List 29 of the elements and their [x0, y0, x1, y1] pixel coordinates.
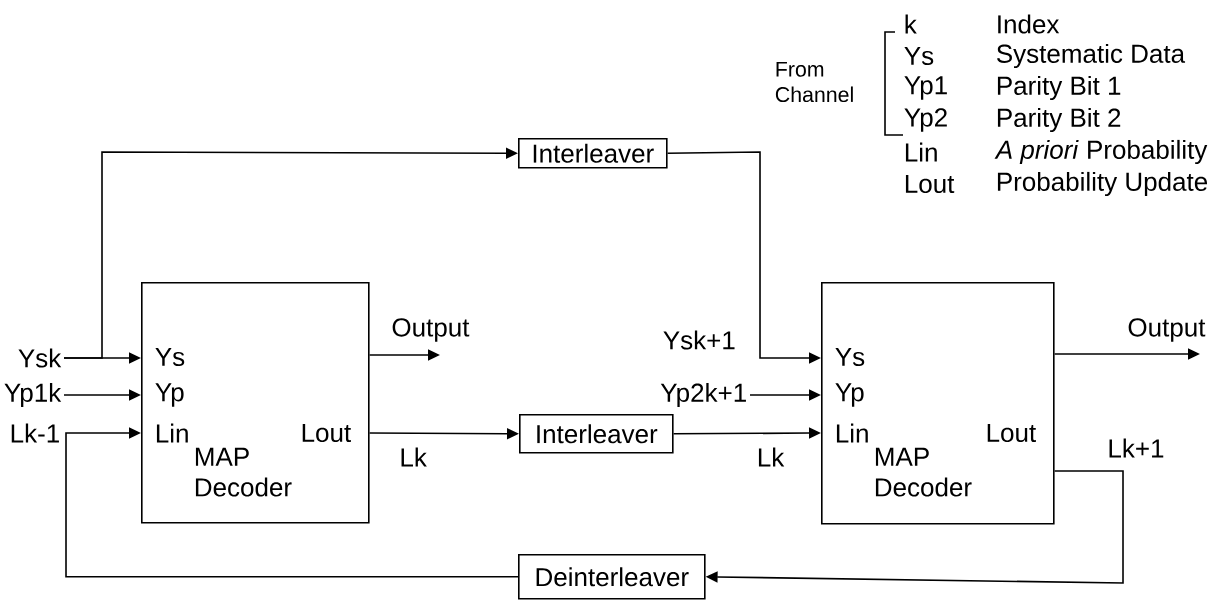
block-box: Interleaver	[519, 414, 674, 454]
signal-label: Ysk	[18, 348, 62, 368]
edge-label: Lk	[397, 445, 429, 469]
description-text: Parity Bit 1	[997, 75, 1121, 101]
block-box: Deinterleaver	[518, 554, 706, 600]
block-box: Interleaver	[518, 138, 668, 169]
description-text: Systematic Data	[997, 43, 1186, 69]
symbol-label: Yp1	[904, 76, 947, 100]
description-text: A priori Probability	[994, 139, 1208, 165]
note-text: From Channel	[775, 61, 853, 103]
decoder-box: Ys Yp Lin Lout MAP Decoder	[821, 282, 1055, 525]
description-text: Index	[998, 14, 1060, 34]
edge-label: Ysk+1	[660, 328, 738, 352]
arrow	[65, 427, 519, 578]
description-text: Probability Update	[997, 171, 1208, 197]
edge-label: Lk	[754, 445, 787, 469]
symbol-label: Lin	[905, 142, 937, 162]
symbol-label: Lout	[905, 174, 955, 194]
edge-label: Lk+1	[1105, 436, 1167, 460]
signal-label: Yp1k	[4, 382, 62, 408]
description-text: Parity Bit 2	[997, 107, 1121, 133]
symbol-label: Ys	[904, 46, 934, 66]
signal-label: Yp2k+1	[660, 382, 746, 408]
edge-label: Output	[1125, 316, 1208, 344]
edge-label: Output	[389, 316, 472, 344]
edge-label: Lk-1	[7, 421, 63, 445]
symbol-label: Yp2	[904, 108, 947, 132]
decoder-box: Ys Yp Lin Lout MAP Decoder	[141, 282, 370, 524]
symbol-label: k	[905, 14, 917, 34]
